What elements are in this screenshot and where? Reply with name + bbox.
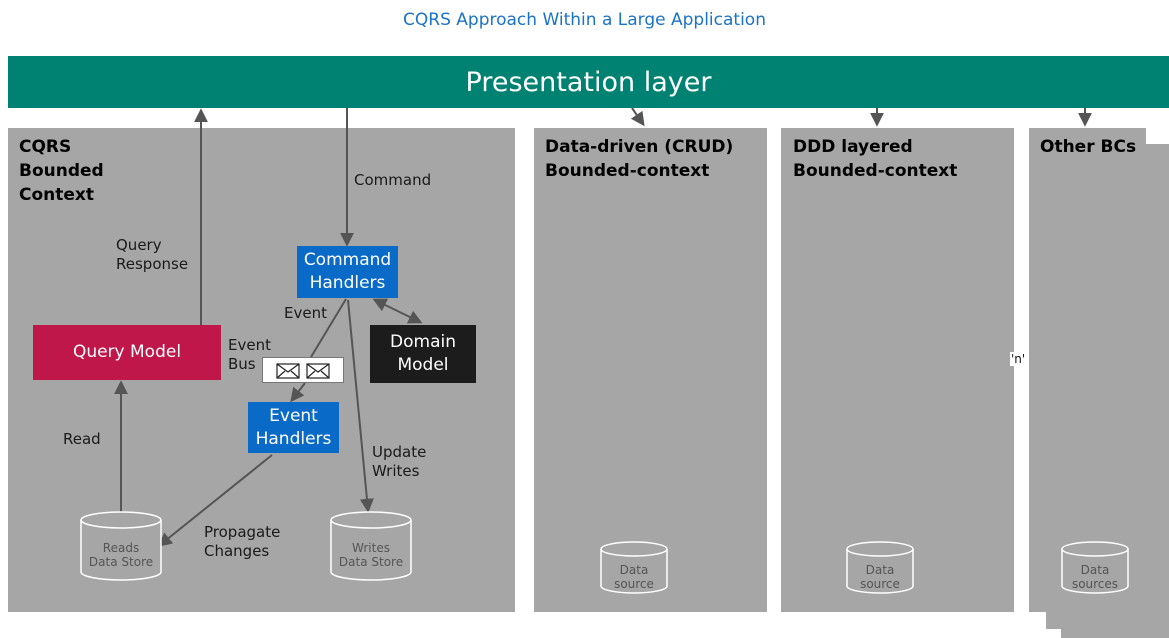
ddd-panel-title: DDD layered Bounded-context [793, 137, 958, 181]
other-data-sources-label: Data sources [1071, 563, 1119, 591]
propagate-changes-arrow [157, 454, 273, 547]
command-handlers-box: Command Handlers [297, 246, 398, 298]
envelope-icon [276, 363, 300, 379]
event-label: Event [284, 304, 327, 322]
cqrs-panel-title: CQRS Bounded Context [19, 137, 104, 205]
envelope-icon [306, 363, 330, 379]
ddd-data-source-label: Data source [860, 563, 900, 591]
query-model-box: Query Model [33, 325, 221, 380]
command-label: Command [354, 171, 432, 189]
other-panel-title: Other BCs [1040, 137, 1137, 157]
update-writes-arrow [347, 299, 374, 513]
presentation-to-crud-arrow [630, 107, 645, 127]
update-writes-label: Update Writes [372, 443, 427, 480]
domain-model-arrow [372, 298, 423, 324]
reads-data-store-label: Reads Data Store [88, 541, 154, 569]
query-response-label: Query Response [116, 236, 189, 273]
crud-panel-title: Data-driven (CRUD) Bounded-context [545, 137, 734, 181]
presentation-layer: Presentation layer [8, 56, 1169, 108]
event-handlers-box: Event Handlers [248, 402, 339, 453]
other-bounded-context-panel [1029, 128, 1146, 612]
writes-data-store-label: Writes Data Store [338, 541, 404, 569]
propagate-changes-label: Propagate Changes [204, 523, 281, 560]
crud-bounded-context-panel [534, 128, 767, 612]
other-data-sources-cylinder [1061, 541, 1129, 594]
event-bus-to-handlers-arrow [290, 382, 306, 403]
event-bus-label: Event Bus [228, 336, 271, 373]
crud-data-source-label: Data source [614, 563, 654, 591]
ddd-data-source-cylinder [846, 541, 914, 594]
read-label: Read [63, 430, 101, 448]
ddd-bounded-context-panel [781, 128, 1014, 612]
reads-data-store-cylinder [80, 511, 162, 581]
diagram-title: CQRS Approach Within a Large Application [403, 10, 766, 30]
writes-data-store-cylinder [330, 511, 412, 581]
n-count-label: 'n' [1010, 352, 1027, 366]
event-bus [262, 357, 344, 383]
domain-model-box: Domain Model [370, 325, 476, 383]
crud-data-source-cylinder [600, 541, 668, 594]
event-arrow [310, 298, 347, 358]
